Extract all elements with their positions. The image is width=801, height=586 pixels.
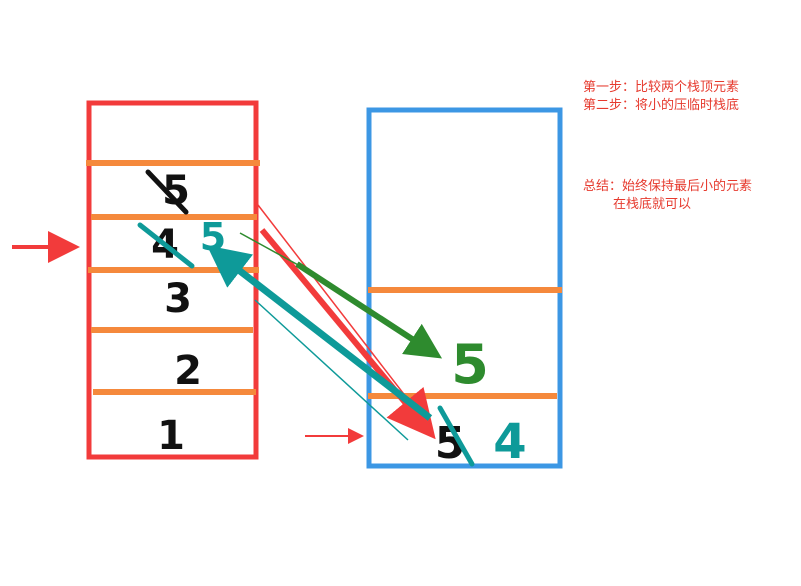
note-step-1: 第一步：比较两个栈顶元素	[583, 80, 740, 95]
left-slot-moved-label: 5	[200, 215, 226, 259]
left-slot-label-2: 2	[174, 348, 202, 394]
note-summary-line-2: 在栈底就可以	[613, 197, 692, 212]
left-slot-strike-top	[145, 169, 189, 215]
left-slot-strike-4	[137, 222, 195, 269]
green-transfer-arrow	[295, 261, 443, 359]
left-slot-label-3: 3	[164, 276, 192, 322]
right-slot-upper-label: 5	[451, 333, 489, 396]
right-slot-bottom-label: 4	[493, 414, 526, 470]
teal-transfer-arrow	[206, 245, 433, 421]
note-summary-line-1: 总结：始终保持最后小的元素	[583, 179, 753, 194]
teal-transfer-thin-line	[254, 299, 409, 441]
left-slot-label-1: 1	[157, 413, 185, 459]
note-step-2: 第二步：将小的压临时栈底	[583, 98, 740, 113]
right-slot-bottom-strike	[437, 405, 475, 467]
red-transfer-thin-line	[257, 204, 421, 416]
green-transfer-thin-line	[239, 232, 301, 267]
